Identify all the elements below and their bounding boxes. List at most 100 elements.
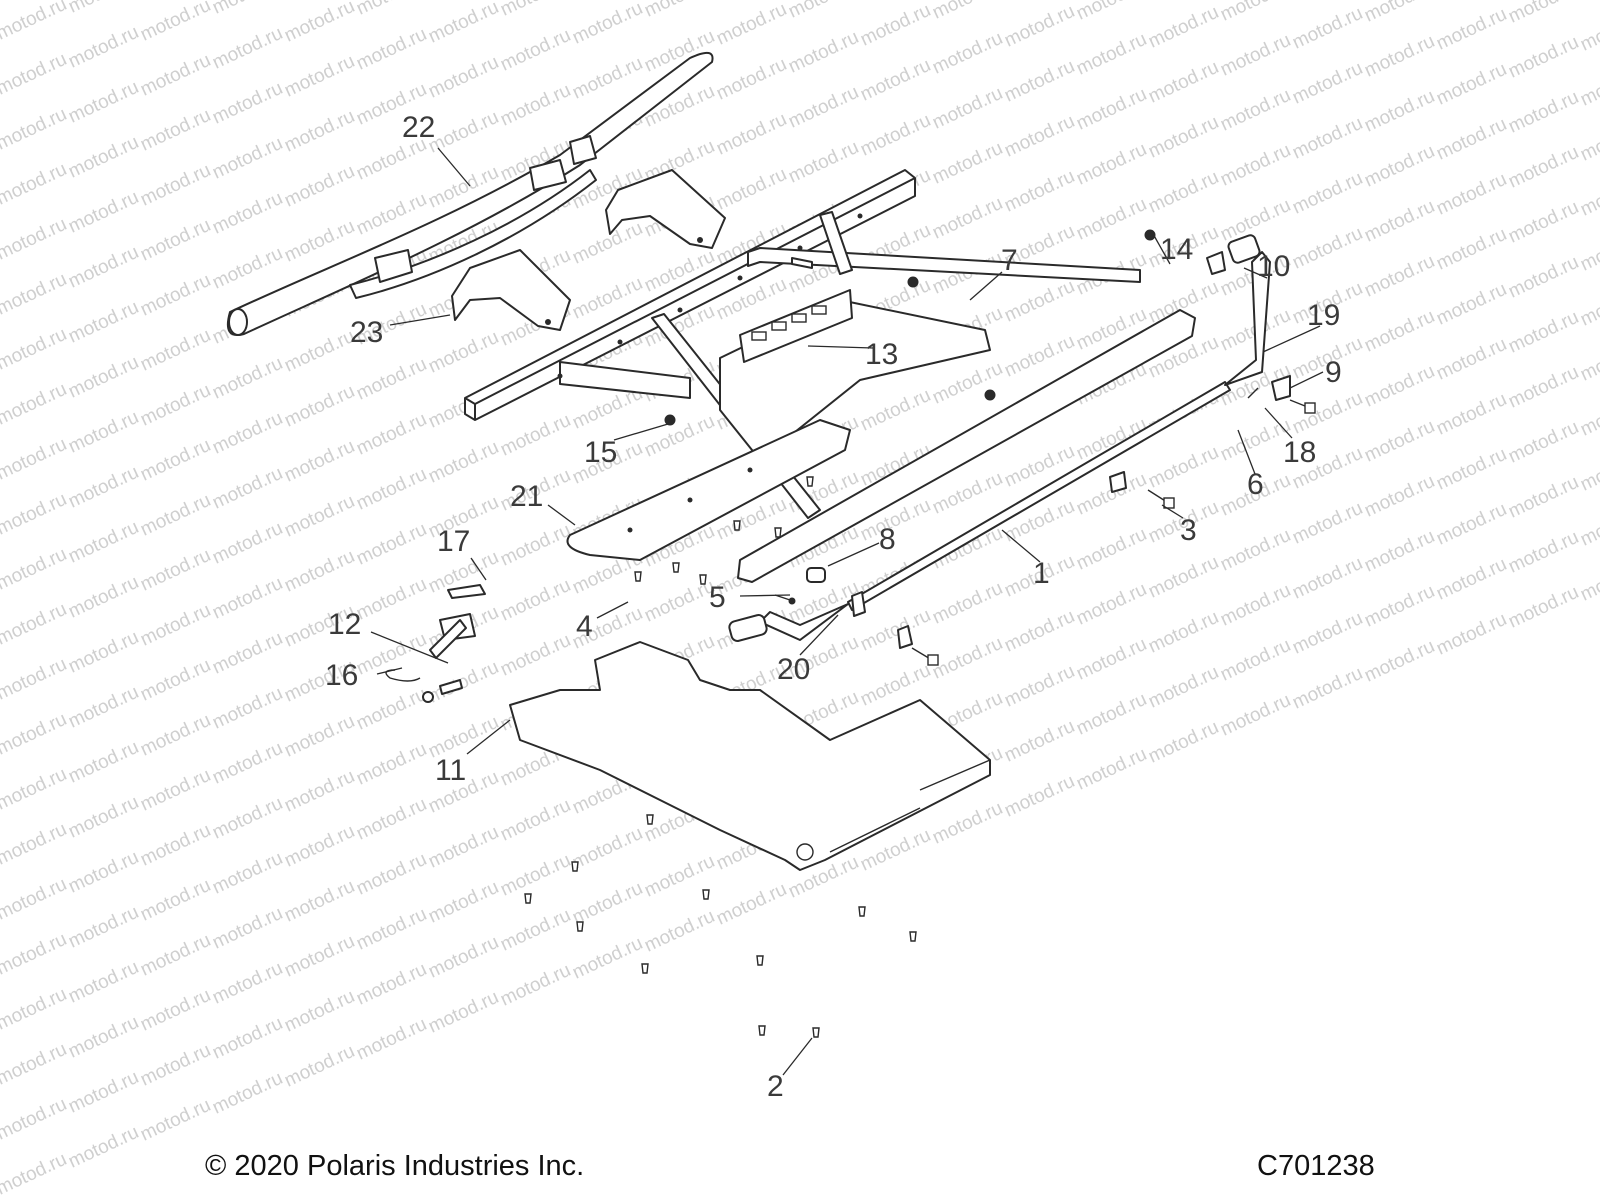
watermark-text: motod.ru [0,324,70,375]
watermark-text: motod.ru [1505,582,1582,633]
watermark-text: motod.ru [209,903,286,954]
watermark-text: motod.ru [425,987,502,1038]
watermark-text: motod.ru [929,633,1006,684]
watermark-text: motod.ru [1001,716,1078,767]
watermark-text: motod.ru [65,682,142,733]
watermark-text: motod.ru [0,214,70,265]
watermark-text: motod.ru [137,710,214,761]
floor-screws-part [524,476,917,1038]
floor-panel-part [509,641,991,871]
callout-1: 1 [1033,557,1050,590]
callout-4: 4 [576,610,593,643]
watermark-text: motod.ru [569,53,646,104]
watermark-text: motod.ru [137,160,214,211]
watermark-text: motod.ru [1001,771,1078,822]
watermark-text: motod.ru [0,654,70,705]
screw-fastener [774,527,782,538]
watermark-text: motod.ru [569,878,646,929]
watermark-text: motod.ru [497,850,574,901]
screw-fastener [702,889,710,900]
watermark-text: motod.ru [137,765,214,816]
watermark-text: motod.ru [0,159,70,210]
watermark-text: motod.ru [929,358,1006,409]
watermark-text: motod.ru [1505,32,1582,83]
watermark-text: motod.ru [137,655,214,706]
watermark-text: motod.ru [137,545,214,596]
watermark-text: motod.ru [1289,113,1366,164]
watermark-text: motod.ru [281,986,358,1037]
watermark-text: motod.ru [1001,606,1078,657]
callout-14: 14 [1160,233,1193,266]
watermark-text: motod.ru [137,930,214,981]
watermark-text: motod.ru [137,0,214,46]
watermark-text: motod.ru [65,1122,142,1173]
watermark-text: motod.ru [353,684,430,735]
leader-lines [370,147,1324,1076]
watermark-text: motod.ru [1289,663,1366,714]
watermark-text: motod.ru [0,434,70,485]
screw-fastener [524,893,532,904]
watermark-text: motod.ru [1073,579,1150,630]
watermark-text: motod.ru [0,1149,70,1200]
watermark-text: motod.ru [425,52,502,103]
watermark-text: motod.ru [209,683,286,734]
watermark-text: motod.ru [785,137,862,188]
skid-plate-part [566,419,851,561]
watermark-text: motod.ru [1505,527,1582,578]
watermark-text: motod.ru [137,490,214,541]
watermark-text: motod.ru [1001,166,1078,217]
callout-13: 13 [865,338,898,371]
callout-23: 23 [350,316,383,349]
watermark-text: motod.ru [137,380,214,431]
watermark-text: motod.ru [281,876,358,927]
callout-12: 12 [328,608,361,641]
watermark-text: motod.ru [209,408,286,459]
watermark-text: motod.ru [425,107,502,158]
watermark-text: motod.ru [1217,690,1294,741]
watermark-text: motod.ru [929,138,1006,189]
watermark-text: motod.ru [209,518,286,569]
watermark-text: motod.ru [209,958,286,1009]
watermark-text: motod.ru [1145,552,1222,603]
watermark-text: motod.ru [0,489,70,540]
watermark-text: motod.ru [281,326,358,377]
watermark-text: motod.ru [0,1039,70,1090]
watermark-text: motod.ru [1001,661,1078,712]
watermark-text: motod.ru [1505,417,1582,468]
watermark-text: motod.ru [569,823,646,874]
watermark-text: motod.ru [137,270,214,321]
watermark-text: motod.ru [0,929,70,980]
watermark-text: motod.ru [929,193,1006,244]
screw-fastener [571,861,579,872]
callout-8: 8 [879,523,896,556]
watermark-text: motod.ru [281,161,358,212]
watermark-text: motod.ru [785,82,862,133]
watermark-text: motod.ru [65,957,142,1008]
watermark-text: motod.ru [1433,224,1510,275]
callout-16: 16 [325,659,358,692]
callout-labels: 22 23 7 14 10 19 9 18 6 13 15 21 3 8 1 1… [325,111,1342,1103]
watermark-text: motod.ru [65,352,142,403]
bumper-tube-part [226,51,714,336]
watermark-text: motod.ru [425,327,502,378]
screw-fastener [806,476,814,487]
watermark-text: motod.ru [497,25,574,76]
screw-fastener [646,814,654,825]
watermark-text: motod.ru [1505,0,1582,28]
small-parts [385,229,1316,703]
watermark-text: motod.ru [353,519,430,570]
watermark-text: motod.ru [65,1067,142,1118]
watermark-text: motod.ru [0,1094,70,1145]
watermark-text: motod.ru [1217,30,1294,81]
watermark-text: motod.ru [137,820,214,871]
watermark-text: motod.ru [281,766,358,817]
watermark-text: motod.ru [929,578,1006,629]
watermark-text: motod.ru [1073,634,1150,685]
callout-7: 7 [1001,244,1018,277]
watermark-text: motod.ru [1217,580,1294,631]
screw-fastener [909,931,917,942]
screw-fastener [641,963,649,974]
watermark-text: motod.ru [353,1014,430,1065]
watermark-text: motod.ru [425,437,502,488]
watermark-text: motod.ru [209,793,286,844]
